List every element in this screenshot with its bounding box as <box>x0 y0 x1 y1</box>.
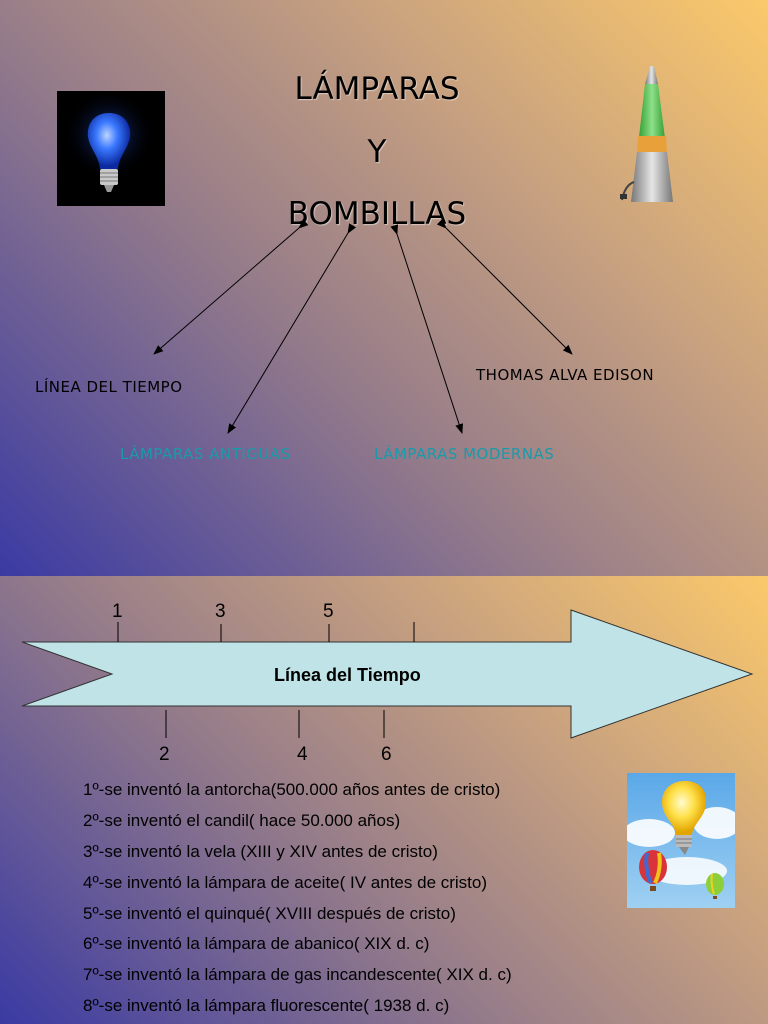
top-number-3: 3 <box>215 601 226 622</box>
slide-linea-del-tiempo: Línea del Tiempo 1 3 5 2 4 6 1º-se inven… <box>0 576 768 1024</box>
bottom-number-6: 6 <box>381 744 392 765</box>
timeline-label: Línea del Tiempo <box>274 665 421 685</box>
event-item: 4º-se inventó la lámpara de aceite( IV a… <box>83 873 488 892</box>
slide-lamparas: LÁMPARAS Y BOMBILLAS LÍNEA DEL TIEMPO TH… <box>0 0 768 576</box>
title-line-2: Y <box>367 134 387 170</box>
bottom-number-2: 2 <box>159 744 170 765</box>
bulb-balloon-icon <box>627 773 735 908</box>
event-item: 8º-se inventó la lámpara fluorescente( 1… <box>83 996 450 1015</box>
arrow-antiguas <box>227 223 357 434</box>
event-item: 7º-se inventó la lámpara de gas incandes… <box>83 965 512 984</box>
event-item: 1º-se inventó la antorcha(500.000 años a… <box>83 780 501 799</box>
blue-bulb-icon <box>57 91 165 206</box>
label-linea-del-tiempo[interactable]: LÍNEA DEL TIEMPO <box>35 378 183 396</box>
link-lamparas-modernas[interactable]: LÁMPARAS MODERNAS <box>374 445 555 463</box>
event-item: 5º-se inventó el quinqué( XVIII después … <box>83 904 456 923</box>
arrow-edison <box>436 218 573 355</box>
lava-lamp-icon <box>614 64 678 208</box>
arrow-linea <box>153 219 309 355</box>
bottom-number-4: 4 <box>297 744 308 765</box>
timeline-arrow <box>21 609 754 739</box>
link-lamparas-antiguas[interactable]: LÁMPARAS ANTIGUAS <box>120 445 291 463</box>
event-item: 6º-se inventó la lámpara de abanico( XIX… <box>83 934 430 953</box>
title-line-1: LÁMPARAS <box>294 71 460 107</box>
event-item: 2º-se inventó el candil( hace 50.000 año… <box>83 811 401 830</box>
connector-arrows <box>153 218 573 434</box>
arrow-modernas <box>390 224 464 434</box>
label-thomas-alva-edison[interactable]: THOMAS ALVA EDISON <box>476 366 655 384</box>
top-number-1: 1 <box>112 601 123 622</box>
event-item: 3º-se inventó la vela (XIII y XIV antes … <box>83 842 438 861</box>
top-number-5: 5 <box>323 601 334 622</box>
